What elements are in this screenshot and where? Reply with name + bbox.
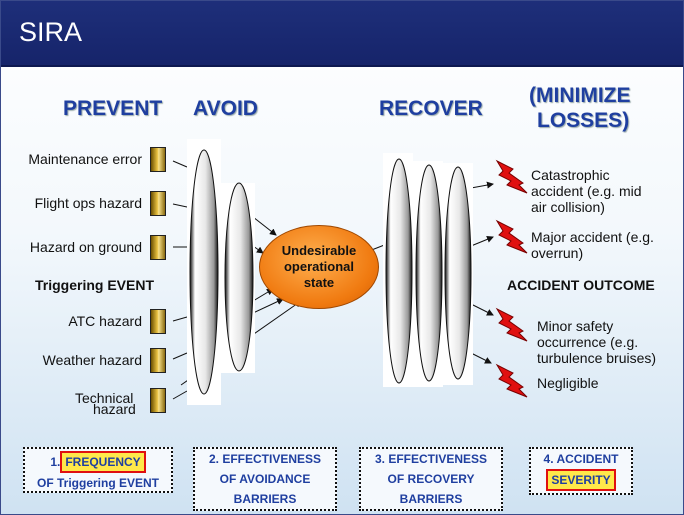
- outcome-catastrophic: Catastrophic accident (e.g. mid air coll…: [531, 167, 642, 215]
- title-bar: SIRA: [1, 1, 683, 67]
- severity-highlight: SEVERITY: [546, 469, 616, 491]
- frequency-highlight: FREQUENCY: [60, 451, 146, 473]
- factor-avoidance-line2: OF AVOIDANCE: [219, 472, 311, 486]
- trigger-technical-hazard-line2: hazard: [93, 401, 136, 417]
- outcome-minor-line2: occurrence (e.g.: [537, 334, 639, 350]
- factor-recovery-line3: BARRIERS: [399, 492, 463, 506]
- factor-severity-line1: 4. ACCIDENT: [543, 452, 619, 466]
- lightning-bolt-icon: [495, 219, 528, 254]
- trigger-box-icon: [150, 235, 166, 260]
- trigger-flight-ops-hazard: Flight ops hazard: [34, 195, 142, 211]
- recovery-barrier-3: [444, 166, 472, 380]
- trigger-maintenance-error: Maintenance error: [28, 151, 142, 167]
- slide-title: SIRA: [19, 17, 83, 47]
- outcome-minor-line1: Minor safety: [537, 318, 614, 334]
- outcome-catastrophic-line1: Catastrophic: [531, 167, 610, 183]
- factor-recovery-line1: 3. EFFECTIVENESS: [374, 452, 488, 466]
- trigger-atc-hazard: ATC hazard: [68, 313, 142, 329]
- outcome-minor-line3: turbulence bruises): [537, 350, 657, 366]
- undesirable-operational-state: Undesirable operational state: [259, 225, 379, 309]
- outcome-major-line1: Major accident (e.g.: [531, 229, 654, 245]
- outcome-minor: Minor safety occurrence (e.g. turbulence…: [537, 318, 656, 366]
- phase-avoid: AVOID: [193, 97, 258, 120]
- phase-minimize-line1: (MINIMIZE: [529, 84, 631, 107]
- recovery-barrier-2: [415, 164, 443, 382]
- factor-avoidance: 2. EFFECTIVENESS OF AVOIDANCE BARRIERS: [193, 447, 337, 511]
- trigger-box-icon: [150, 348, 166, 373]
- factor-frequency-line2: OF Triggering EVENT: [36, 476, 159, 490]
- factor-avoidance-line3: BARRIERS: [233, 492, 297, 506]
- factor-severity: 4. ACCIDENT SEVERITY: [529, 447, 633, 495]
- outcome-negligible: Negligible: [537, 375, 599, 391]
- phase-recover: RECOVER: [379, 97, 483, 120]
- trigger-technical-hazard-line1: Technical: [75, 390, 134, 406]
- trigger-box-icon: [150, 147, 166, 172]
- phase-minimize: (MINIMIZE: [529, 84, 630, 108]
- center-state-line2: operational: [283, 259, 355, 274]
- avoidance-barrier-2: [224, 182, 254, 372]
- outcome-major: Major accident (e.g. overrun): [531, 229, 654, 261]
- outcome-catastrophic-line2: accident (e.g. mid: [531, 183, 642, 199]
- accident-outcome-label: ACCIDENT OUTCOME: [507, 277, 655, 293]
- factor-avoidance-line1: 2. EFFECTIVENESS: [208, 452, 322, 466]
- trigger-weather-hazard: Weather hazard: [42, 352, 142, 368]
- center-state-line3: state: [303, 275, 335, 290]
- lightning-bolt-icon: [495, 363, 528, 398]
- center-state-line1: Undesirable: [281, 243, 357, 258]
- outcome-major-line2: overrun): [531, 245, 584, 261]
- factor-recovery: 3. EFFECTIVENESS OF RECOVERY BARRIERS: [359, 447, 503, 511]
- triggering-event-label: Triggering EVENT: [35, 277, 155, 293]
- lightning-bolt-icon: [495, 159, 528, 194]
- recovery-barriers: [383, 153, 473, 387]
- factor-frequency-prefix: 1.: [50, 455, 61, 469]
- outcome-catastrophic-line3: air collision): [531, 199, 605, 215]
- factor-recovery-line2: OF RECOVERY: [387, 472, 475, 486]
- trigger-box-icon: [150, 191, 166, 216]
- trigger-hazard-on-ground: Hazard on ground: [29, 239, 142, 255]
- phase-losses: LOSSES): [537, 109, 630, 132]
- trigger-box-icon: [150, 309, 166, 334]
- avoidance-barriers: [187, 139, 255, 405]
- factor-frequency: 1.FREQUENCY OF Triggering EVENT: [23, 447, 173, 493]
- phase-prevent: PREVENT: [63, 97, 163, 120]
- recovery-barrier-1: [385, 158, 413, 384]
- lightning-bolt-icon: [495, 307, 528, 342]
- trigger-box-icon: [150, 388, 166, 413]
- avoidance-barrier-1: [189, 149, 219, 395]
